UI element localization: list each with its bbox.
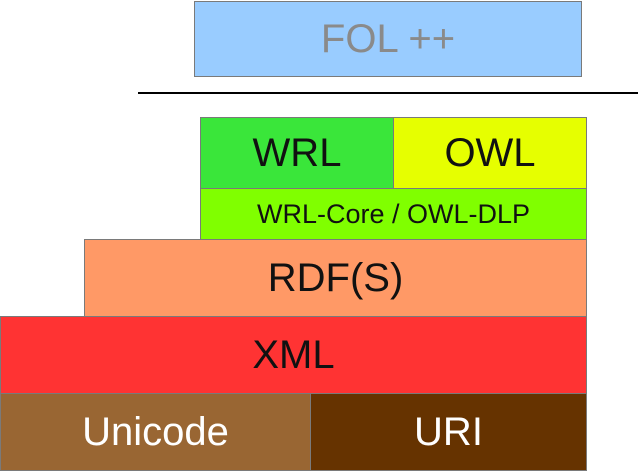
unicode-layer-label: Unicode	[82, 409, 229, 454]
uri-layer: URI	[310, 393, 587, 471]
fol-layer-label: FOL ++	[320, 16, 456, 61]
uri-layer-label: URI	[414, 409, 483, 454]
layer-divider-line	[138, 92, 638, 94]
xml-layer-label: XML	[252, 332, 335, 377]
rdfs-layer-label: RDF(S)	[267, 255, 404, 300]
wrl-layer: WRL	[200, 117, 394, 189]
owl-layer-label: OWL	[444, 130, 536, 175]
wrl-layer-label: WRL	[252, 130, 342, 175]
fol-layer: FOL ++	[194, 1, 582, 77]
xml-layer: XML	[0, 316, 587, 394]
wrl-core-owl-dlp-label: WRL-Core / OWL-DLP	[256, 198, 531, 229]
unicode-layer: Unicode	[0, 393, 311, 471]
rdfs-layer: RDF(S)	[84, 239, 587, 317]
owl-layer: OWL	[393, 117, 587, 189]
wrl-core-owl-dlp-layer: WRL-Core / OWL-DLP	[200, 188, 587, 240]
